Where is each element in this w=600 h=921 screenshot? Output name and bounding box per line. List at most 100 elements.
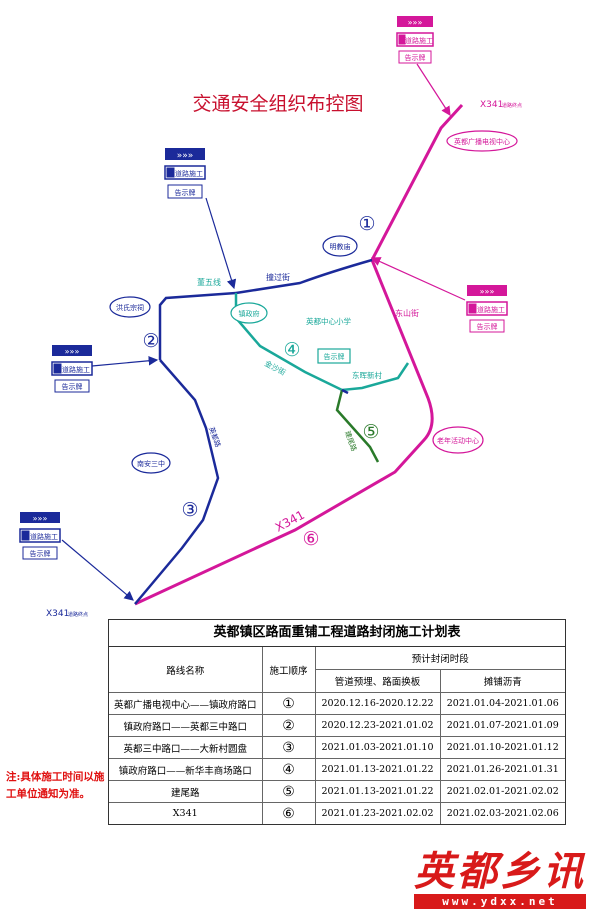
cell-route: 镇政府路口——英都三中路口 [109, 714, 263, 737]
road-route-2 [158, 291, 237, 360]
notice-sign-magenta-top: »»» 道路施工 告示牌 [396, 16, 434, 64]
label-zhenzhengfu: 镇政府 [239, 309, 260, 318]
road-route-3 [134, 359, 220, 605]
watermark-logo: 英都乡讯 www.ydxx.net [414, 850, 586, 909]
svg-text:告示牌: 告示牌 [62, 382, 83, 391]
cell-pipe: 2021.01.03-2021.01.10 [314, 736, 441, 759]
label-dongwu: 董五线 [197, 277, 221, 287]
route-number-1: ① [358, 213, 375, 235]
label-x341-top: X341 [480, 100, 503, 110]
cell-pipe: 2020.12.16-2020.12.22 [314, 692, 441, 715]
svg-text:告示牌: 告示牌 [175, 188, 196, 197]
route-number-5: ⑤ [362, 421, 379, 443]
cell-pipe: 2021.01.13-2021.01.22 [314, 780, 441, 803]
worker-icon [21, 530, 30, 541]
ellipse-zhenzhengfu [230, 302, 268, 324]
label-guangbo: 英都广播电视中心 [454, 137, 510, 146]
cell-route: 镇政府路口——新华丰商场路口 [109, 758, 263, 781]
notice-sign-blue-south: »»» 道路施工 告示牌 [19, 512, 61, 560]
watermark-text: 英都乡讯 [414, 848, 586, 895]
warning-chevron-icon [165, 148, 205, 160]
route-number-3: ③ [181, 499, 198, 521]
warning-chevron-icon [52, 345, 92, 356]
warning-chevron-icon [20, 512, 60, 523]
watermark-url: www.ydxx.net [414, 894, 586, 909]
label-hongshi: 洪氏宗祠 [116, 303, 144, 312]
worker-icon [166, 167, 175, 178]
label-dongxin: 东晖新村 [352, 370, 382, 380]
road-x341-east [134, 103, 464, 606]
label-dongshan: 东山街 [395, 308, 419, 318]
label-x341-top-note: 道路终点 [502, 102, 522, 109]
cell-pipe: 2020.12.23-2021.01.02 [314, 714, 441, 737]
header-pipe: 管道预埋、路面换板 [315, 669, 441, 693]
cell-route: 英都三中路口——大新村圆盘 [109, 736, 263, 759]
cell-order: ② [261, 714, 316, 737]
label-mingjiao: 明教庙 [330, 242, 351, 251]
svg-text:告示牌: 告示牌 [405, 53, 426, 62]
pointer-line [370, 257, 466, 301]
svg-text:»»»: »»» [408, 18, 423, 27]
traffic-control-map: 交通安全组织布控图 »»» 道路施工 告示牌 »»» 道路施工 告示牌 »»» … [19, 16, 522, 619]
cell-order: ① [261, 692, 316, 715]
cell-pipe: 2021.01.13-2021.01.22 [314, 758, 441, 781]
worker-icon [398, 34, 406, 45]
cell-asphalt: 2021.02.03-2021.02.06 [439, 802, 565, 824]
svg-text:»»»: »»» [480, 287, 495, 296]
label-laonian: 老年活动中心 [437, 436, 479, 445]
label-x341-bottom: X341 [46, 609, 69, 619]
plan-title: 英都镇区路面重铺工程道路封闭施工计划表 [109, 620, 565, 647]
route-number-4: ④ [283, 339, 300, 361]
notice-sign-blue-north: »»» 道路施工 告示牌 [164, 148, 206, 199]
svg-text:道路施工: 道路施工 [62, 365, 90, 374]
pointer-line [61, 539, 134, 601]
cell-pipe: 2021.01.23-2021.02.02 [314, 802, 441, 824]
svg-text:道路施工: 道路施工 [175, 169, 203, 178]
ellipse-mingjiao [322, 235, 358, 257]
label-bangguojie: 撞过街 [266, 272, 290, 282]
cell-order: ④ [261, 758, 316, 781]
svg-text:告示牌: 告示牌 [30, 549, 51, 558]
label-notice-center: 告示牌 [324, 352, 345, 361]
svg-text:告示牌: 告示牌 [477, 322, 498, 331]
road-route-4 [234, 293, 410, 392]
warning-chevron-icon [397, 16, 433, 27]
label-x341-bottom-note: 道路终点 [68, 611, 88, 618]
ellipse-laonian [432, 426, 484, 454]
cell-order: ⑥ [261, 802, 316, 824]
notice-sign-magenta-east: »»» 道路施工 告示牌 [466, 285, 508, 333]
cell-route: 英都广播电视中心——镇政府路口 [109, 692, 263, 715]
header-asphalt: 摊铺沥青 [439, 669, 565, 693]
label-nanan-sanzhong: 南安三中 [137, 459, 165, 468]
cell-asphalt: 2021.01.07-2021.01.09 [439, 714, 565, 737]
route-number-6: ⑥ [302, 528, 319, 550]
header-order: 施工顺序 [261, 647, 316, 693]
svg-text:»»»: »»» [65, 347, 80, 356]
cell-route: X341 [109, 802, 263, 824]
warning-chevron-icon [467, 285, 507, 296]
closure-plan-table: 英都镇区路面重铺工程道路封闭施工计划表 路线名称 施工顺序 预计封闭时段 管道预… [108, 619, 566, 825]
pointer-line [416, 63, 451, 117]
notice-box-center [317, 348, 351, 364]
ellipse-guangbo [446, 130, 518, 152]
cell-asphalt: 2021.01.26-2021.01.31 [439, 758, 565, 781]
cell-order: ③ [261, 736, 316, 759]
pointer-line [91, 355, 159, 367]
schedule-note: 注:具体施工时间以施工单位通知为准。 [6, 771, 105, 800]
cell-asphalt: 2021.02.01-2021.02.02 [439, 780, 565, 803]
svg-text:道路施工: 道路施工 [405, 36, 433, 45]
map-title: 交通安全组织布控图 [192, 93, 363, 115]
svg-text:道路施工: 道路施工 [477, 305, 505, 314]
cell-asphalt: 2021.01.04-2021.01.06 [439, 692, 565, 715]
svg-text:»»»: »»» [33, 514, 48, 523]
cell-order: ⑤ [261, 780, 316, 803]
svg-text:»»»: »»» [177, 151, 194, 161]
road-route-5 [335, 389, 380, 463]
svg-text:道路施工: 道路施工 [30, 532, 58, 541]
worker-icon [468, 303, 477, 314]
